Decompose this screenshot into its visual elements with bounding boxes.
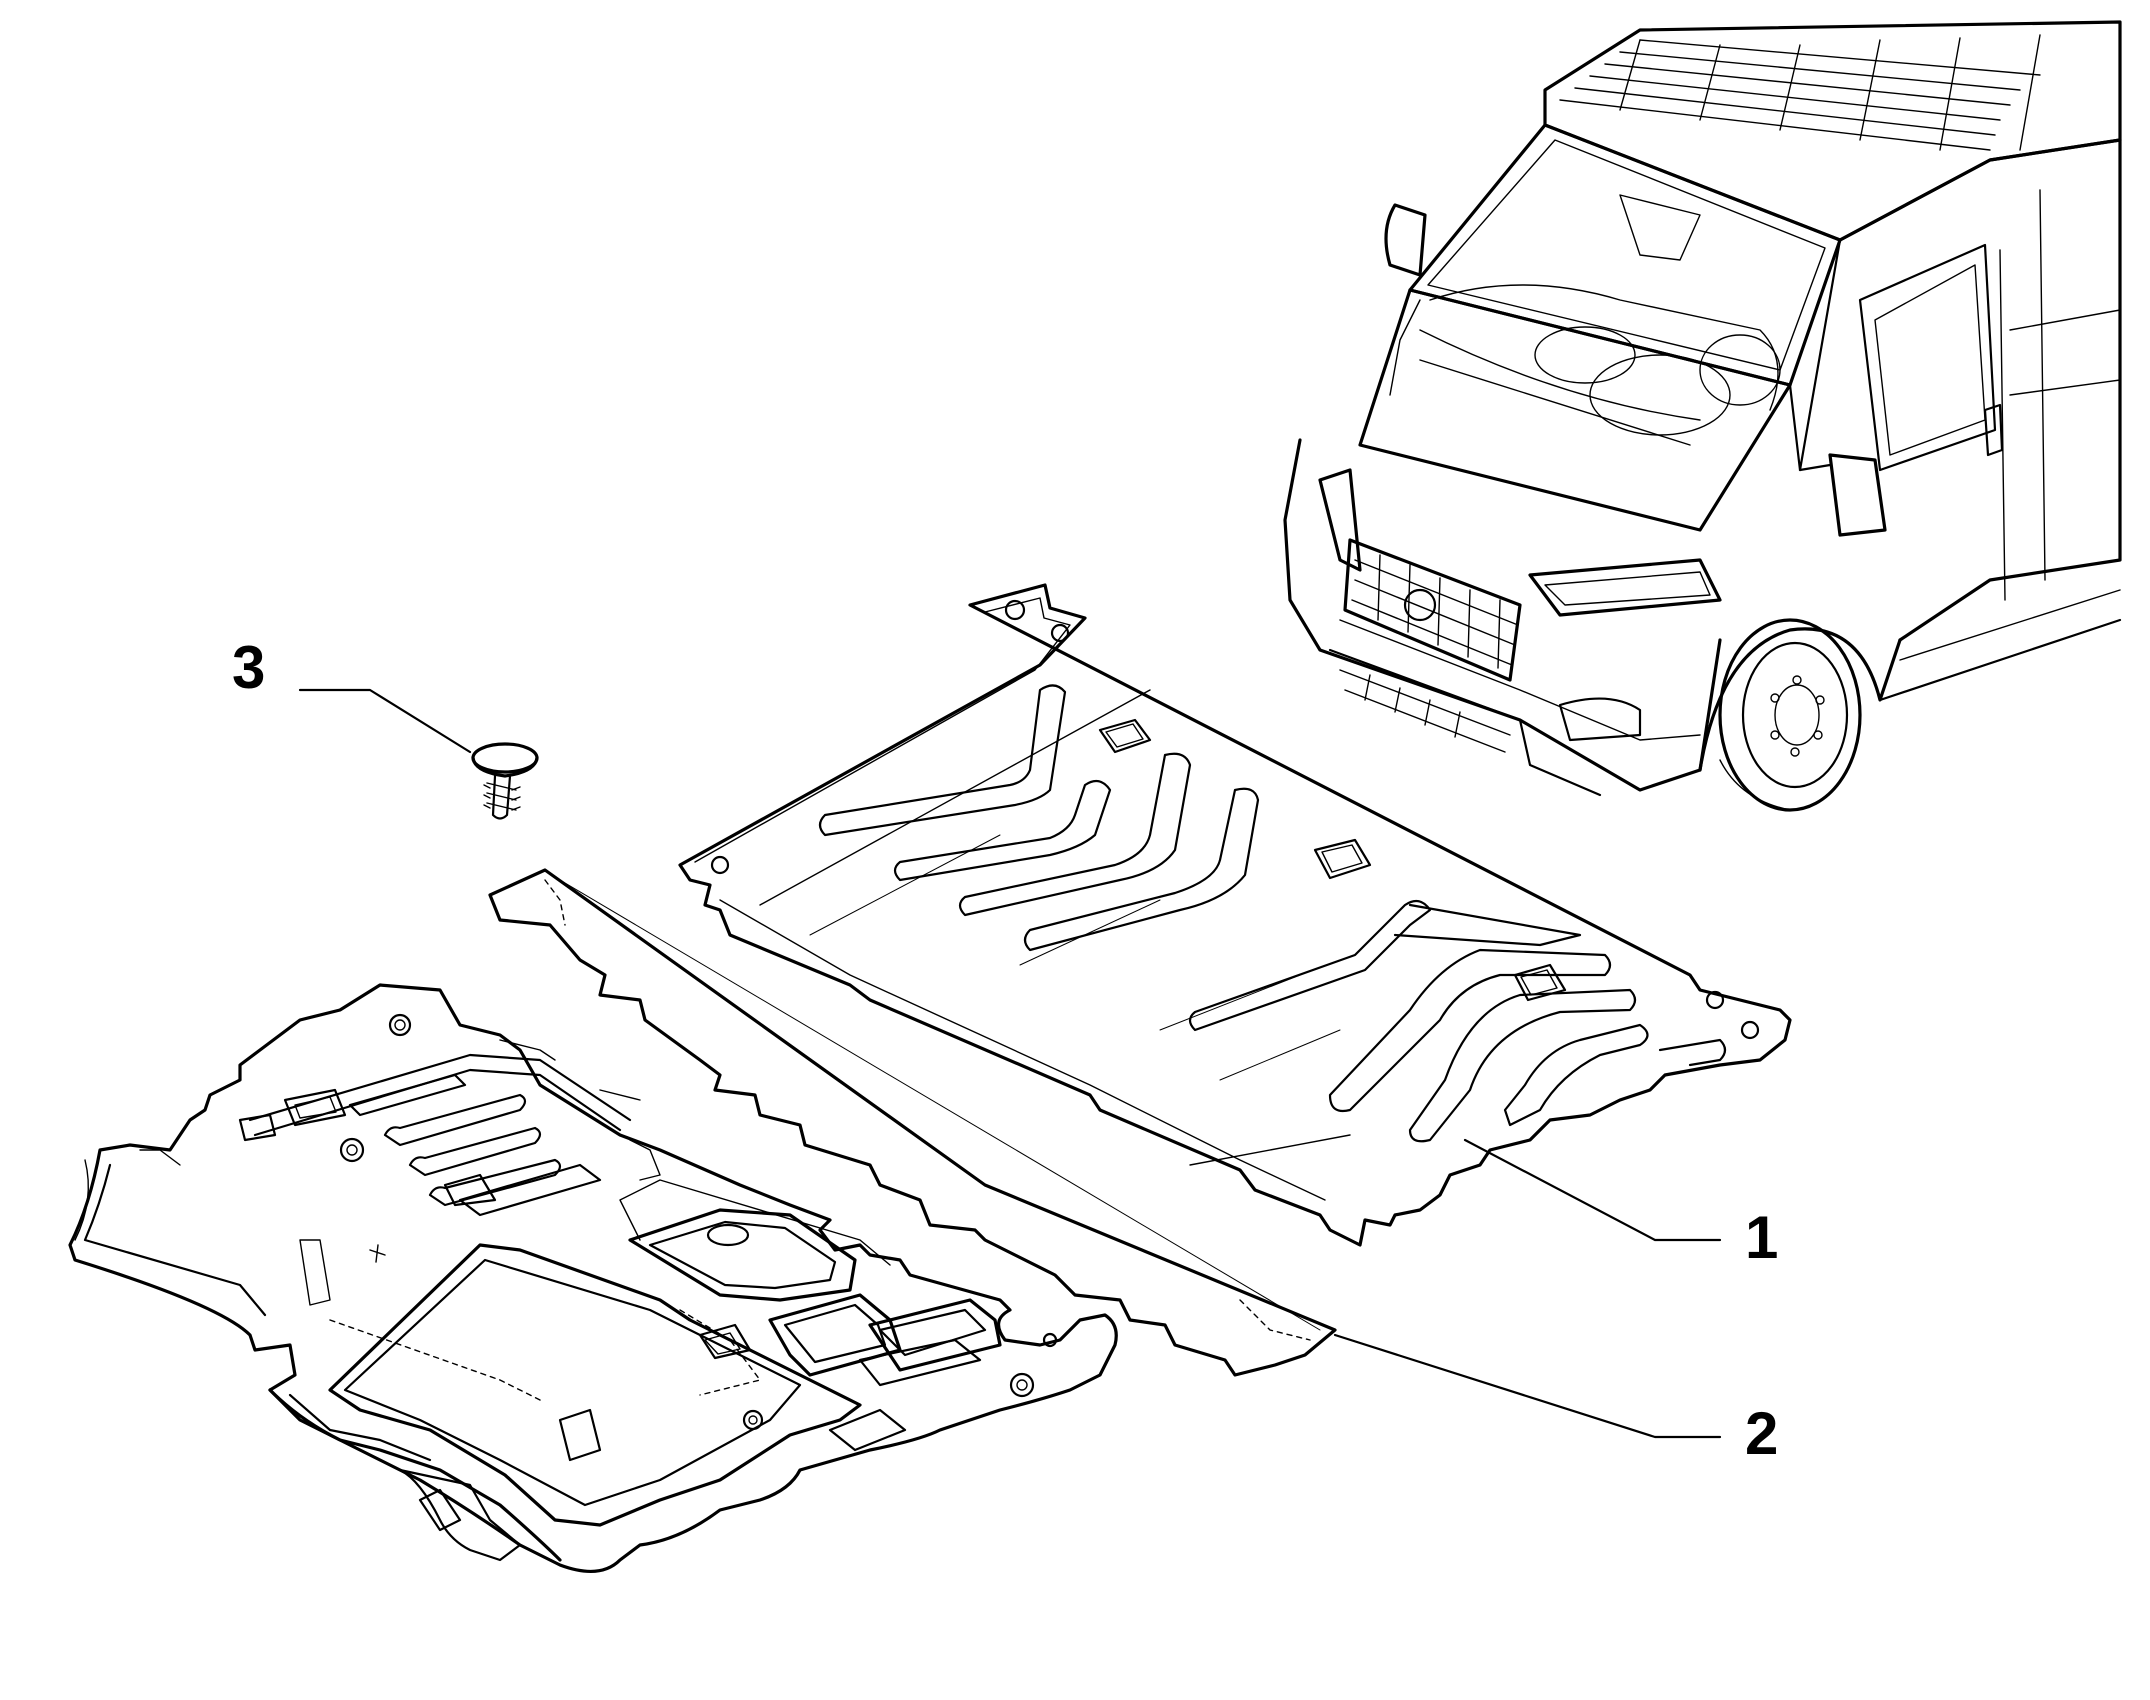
callout-3: 3 xyxy=(232,634,265,701)
part-2-strip xyxy=(488,868,1337,1377)
leader-lines xyxy=(298,688,1722,1439)
callout-2: 2 xyxy=(1745,1400,1778,1467)
van-illustration xyxy=(1283,20,2122,812)
part-3-clip xyxy=(471,742,539,820)
leader-line-2 xyxy=(1333,1333,1722,1439)
part-1-floor-panel xyxy=(678,583,1792,1247)
leader-line-3 xyxy=(298,688,472,754)
floor-assembly xyxy=(68,983,1118,1574)
leader-line-1 xyxy=(1463,1138,1722,1242)
callout-1: 1 xyxy=(1745,1204,1778,1271)
